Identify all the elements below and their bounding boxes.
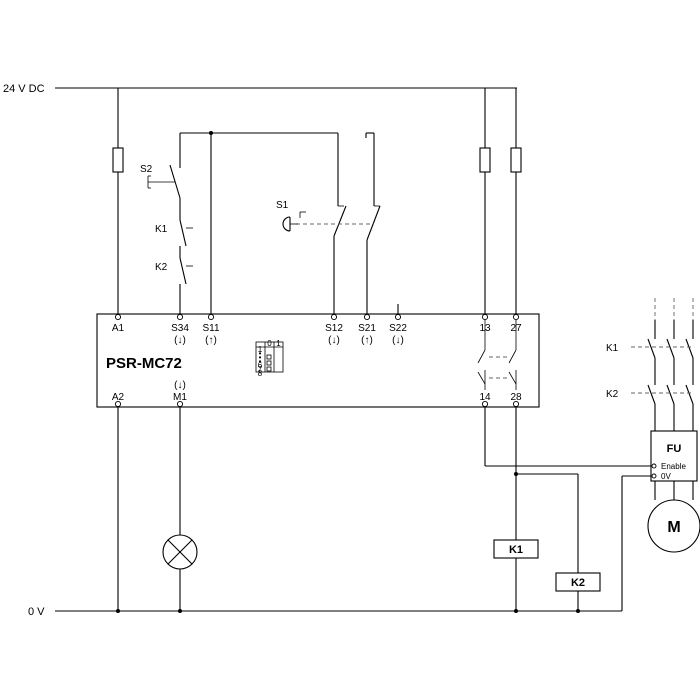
safety-relay-module: A1 S34 S11 S12 S21 S22 13 27 (↓) (↑) (↓)… — [96, 313, 540, 408]
rail-24v-label: 24 V DC — [3, 83, 45, 95]
dip-row: • — [259, 349, 262, 358]
dip-row: • — [259, 357, 262, 366]
dip-row: 7 — [258, 365, 263, 374]
label-s12: S12 — [325, 323, 343, 334]
s1-label: S1 — [276, 200, 289, 211]
output-feeds — [479, 88, 522, 314]
dip-col-1: 1 — [276, 339, 281, 348]
dip-row: 8 — [258, 369, 263, 378]
motor — [647, 499, 700, 553]
estop-circuit: S1 — [276, 132, 381, 314]
internal-output-contacts — [477, 320, 517, 390]
label-14: 14 — [479, 392, 491, 403]
motor-label: M — [667, 519, 680, 536]
fu-0v-label: 0V — [661, 472, 671, 481]
indicator-lamp — [162, 407, 198, 613]
s11-feed — [179, 131, 338, 314]
rail-0v: 0 V — [28, 606, 622, 618]
dip-col-0: 0 — [267, 339, 272, 348]
dip-row: • — [259, 353, 262, 362]
label-m1: M1 — [173, 392, 187, 403]
sub-s11: (↑) — [205, 335, 217, 346]
dip-row: 6 — [258, 361, 263, 370]
power-circuit: K1 K2 FU Enable 0V M — [606, 298, 700, 553]
s2-label: S2 — [140, 164, 153, 175]
label-a2: A2 — [112, 392, 125, 403]
rail-24v: 24 V DC — [3, 83, 517, 95]
frequency-converter — [650, 430, 698, 482]
label-s11: S11 — [202, 323, 219, 334]
label-a1: A1 — [112, 323, 125, 334]
terminal-s22 — [394, 313, 402, 321]
terminal-s21 — [363, 313, 371, 321]
enable-wire — [484, 407, 651, 467]
label-s22: S22 — [389, 323, 407, 334]
fu-enable-terminal — [651, 463, 657, 469]
module-body — [96, 313, 540, 408]
fu-title: FU — [667, 443, 682, 455]
dip-row: 1 — [258, 345, 263, 354]
module-name: PSR-MC72 — [106, 355, 182, 372]
terminal-a2 — [114, 400, 122, 408]
sub-s12: (↓) — [328, 335, 340, 346]
label-28: 28 — [510, 392, 522, 403]
k1-feedback-label: K1 — [155, 224, 168, 235]
a1-branch — [112, 88, 124, 314]
label-s34: S34 — [171, 323, 189, 334]
sub-s21: (↑) — [361, 335, 373, 346]
coil-k1-label: K1 — [509, 544, 523, 556]
fu-0v-wire — [621, 475, 651, 611]
coil-circuit: K1 K2 — [493, 407, 601, 613]
fuse-27 — [510, 147, 522, 173]
rail-0v-label: 0 V — [28, 606, 45, 618]
terminal-14 — [481, 400, 489, 408]
sub-s34: (↓) — [174, 335, 186, 346]
fu-enable-label: Enable — [661, 462, 686, 471]
fuse-13 — [479, 147, 491, 173]
terminal-s11 — [207, 313, 215, 321]
terminal-28 — [512, 400, 520, 408]
fu-0v-terminal — [651, 473, 657, 479]
dip-switch-table: 0 1 1 • • • 6 7 8 — [255, 339, 284, 378]
terminal-m1 — [176, 400, 184, 408]
fuse-a1 — [112, 147, 124, 173]
sub-s22: (↓) — [392, 335, 404, 346]
terminal-13 — [481, 313, 489, 321]
sub-m1: (↓) — [174, 380, 186, 391]
contactor-k2-label: K2 — [606, 389, 619, 400]
terminal-27 — [512, 313, 520, 321]
coil-k2-label: K2 — [571, 577, 585, 589]
terminal-s34 — [176, 313, 184, 321]
terminal-s12 — [330, 313, 338, 321]
contactor-k1-label: K1 — [606, 343, 619, 354]
terminal-a1 — [114, 313, 122, 321]
k2-feedback-label: K2 — [155, 262, 168, 273]
label-s21: S21 — [358, 323, 376, 334]
reset-circuit: S2 K1 K2 — [140, 163, 193, 314]
